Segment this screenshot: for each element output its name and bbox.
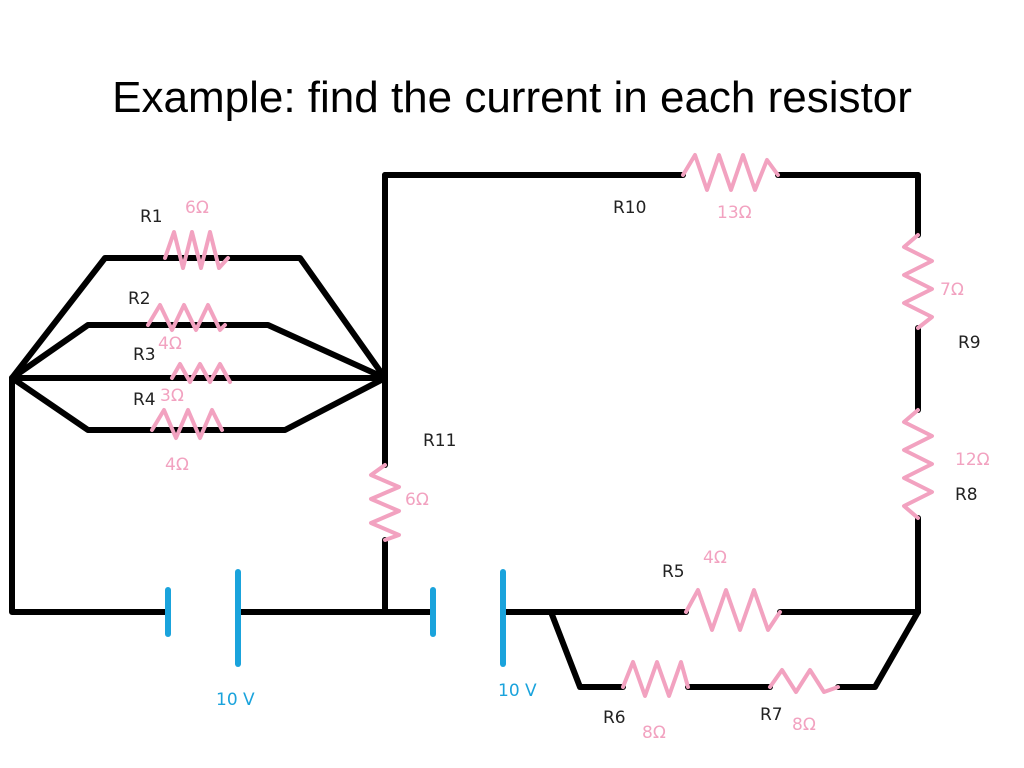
resistor-r4-label: R4 <box>133 390 156 410</box>
resistor-r9-label: R9 <box>958 333 981 353</box>
resistor-r2-symbol <box>146 303 227 332</box>
resistor-values: 6Ω 4Ω 3Ω 4Ω 4Ω 8Ω 8Ω 12Ω 7Ω 13Ω 6Ω <box>158 198 990 743</box>
resistor-r2-value: 4Ω <box>158 334 182 354</box>
resistor-r10-value: 13Ω <box>717 203 752 223</box>
resistor-r5-value: 4Ω <box>703 548 727 568</box>
resistor-r1-value: 6Ω <box>185 198 209 218</box>
battery-1-label: 10 V <box>216 690 255 710</box>
resistor-r4-value: 4Ω <box>165 455 189 475</box>
slide-title: Example: find the current in each resist… <box>112 73 912 122</box>
resistor-r11-label: R11 <box>423 431 456 451</box>
resistor-r7-symbol <box>768 668 840 694</box>
battery-2-label: 10 V <box>498 681 537 701</box>
resistor-r10-label: R10 <box>613 198 646 218</box>
wire-r1-branch <box>9 255 388 381</box>
resistor-r9-value: 7Ω <box>940 280 964 300</box>
resistor-r7-label: R7 <box>760 705 783 725</box>
resistor-r2-label: R2 <box>128 289 151 309</box>
resistor-r8-value: 12Ω <box>955 450 990 470</box>
resistor-r5-symbol <box>684 588 782 632</box>
resistor-r8-symbol <box>902 408 934 520</box>
resistor-r9-symbol <box>902 233 934 330</box>
resistor-r4-symbol <box>150 408 224 440</box>
wires <box>9 172 921 690</box>
resistor-r11-symbol <box>369 463 401 542</box>
resistor-r7-value: 8Ω <box>792 715 816 735</box>
batteries: 10 V 10 V <box>165 569 537 710</box>
wire-r4-branch <box>9 375 388 433</box>
resistor-r8-label: R8 <box>955 485 978 505</box>
resistor-labels: R1 R2 R3 R4 R5 R6 R7 R8 R9 R10 R11 <box>128 198 981 728</box>
resistors <box>146 153 934 698</box>
resistor-r3-value: 3Ω <box>160 386 184 406</box>
wire-r6r7-branch-right <box>835 609 921 690</box>
resistor-r6-value: 8Ω <box>642 723 666 743</box>
resistor-r6-symbol <box>621 660 690 698</box>
resistor-r1-label: R1 <box>140 207 163 227</box>
resistor-r1-symbol <box>163 230 230 270</box>
resistor-r5-label: R5 <box>662 562 685 582</box>
wire-r2-branch <box>9 322 388 381</box>
resistor-r10-symbol <box>681 153 780 192</box>
resistor-r6-label: R6 <box>603 708 626 728</box>
wire-left-loop <box>9 375 171 615</box>
resistor-r3-symbol <box>170 362 232 384</box>
wire-r6r7-branch-left <box>548 609 626 690</box>
resistor-r11-value: 6Ω <box>405 490 429 510</box>
resistor-r3-label: R3 <box>133 345 156 365</box>
